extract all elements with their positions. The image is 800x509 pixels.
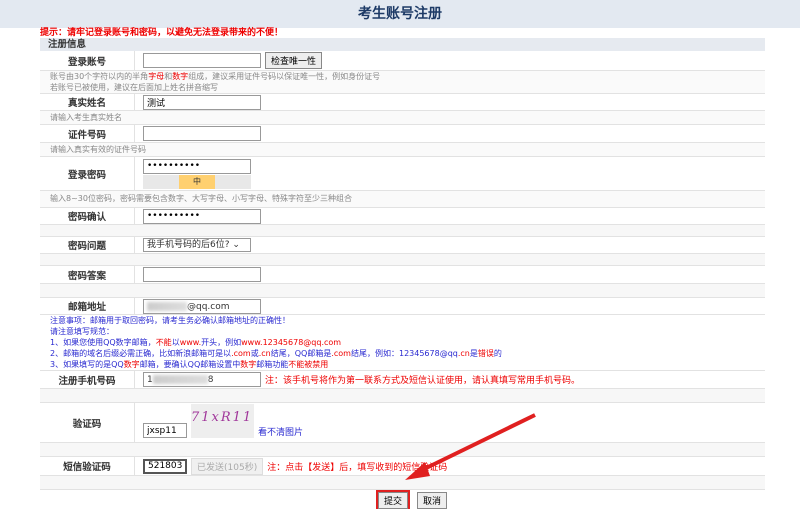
hint-text: 账号由30个字符以内的半角 — [50, 72, 149, 81]
confirm-label: 密码确认 — [40, 208, 135, 224]
email-value: @qq.com — [187, 301, 230, 312]
realname-input[interactable] — [143, 94, 261, 110]
sms-input[interactable] — [143, 458, 187, 474]
confirm-input[interactable] — [143, 208, 261, 224]
email-label: 邮箱地址 — [40, 298, 135, 314]
answer-label: 密码答案 — [40, 266, 135, 283]
hint-text: 字母 — [148, 72, 165, 81]
hint-text: 数字 — [172, 72, 189, 81]
account-label: 登录账号 — [40, 51, 135, 70]
section-header: 注册信息 — [40, 38, 765, 51]
strength-label: 中 — [179, 174, 215, 189]
password-hint: 输入8~30位密码，密码需要包含数字、大写字母、小写字母、特殊字符至少三种组合 — [40, 191, 765, 208]
chevron-down-icon: ⌄ — [232, 240, 240, 250]
email-notes: 注意事项：邮箱用于取回密码，请考生务必确认邮箱地址的正确性！ 请注意填写规范： … — [40, 315, 765, 371]
phone-note: 注：该手机号将作为第一联系方式及短信认证使用，请认真填写常用手机号码。 — [265, 376, 581, 386]
question-value: 我手机号码的后6位? — [147, 240, 230, 250]
send-sms-button[interactable]: 已发送(105秒) — [191, 457, 264, 475]
hint-text: 若账号已被使用，建议在后面加上姓名拼音缩写 — [50, 83, 218, 92]
refresh-captcha-link[interactable]: 看不清图片 — [258, 428, 304, 438]
realname-label: 真实姓名 — [40, 94, 135, 110]
warning-tip: 提示：请牢记登录账号和密码，以避免无法登录带来的不便！ — [40, 28, 284, 38]
page-title: 考生账号注册 — [0, 0, 800, 28]
password-label: 登录密码 — [40, 157, 135, 190]
password-input[interactable] — [143, 158, 251, 174]
sms-label: 短信验证码 — [40, 457, 135, 475]
check-unique-button[interactable]: 检查唯一性 — [265, 52, 323, 69]
email-input[interactable]: @qq.com — [143, 298, 261, 314]
account-row: 登录账号 检查唯一性 — [40, 51, 765, 71]
phone-label: 注册手机号码 — [40, 371, 135, 388]
hint-text: 组成，建议采用证件号码以保证唯一性，例如身份证号 — [188, 72, 381, 81]
account-hint: 账号由30个字符以内的半角字母和数字组成，建议采用证件号码以保证唯一性，例如身份… — [40, 71, 765, 94]
hint-text: 和 — [164, 72, 173, 81]
idnum-hint: 请输入真实有效的证件号码 — [40, 143, 765, 157]
sms-note: 注：点击【发送】后，填写收到的短信验证码 — [267, 462, 448, 473]
captcha-image[interactable]: 71xR11 — [191, 404, 254, 438]
realname-hint: 请输入考生真实姓名 — [40, 111, 765, 125]
account-input[interactable] — [143, 53, 261, 68]
idnum-label: 证件号码 — [40, 125, 135, 142]
captcha-input[interactable] — [143, 423, 187, 438]
note-line: 1、如果您使用QQ数字邮箱，不能以www.开头，例如www.12345678@q… — [50, 338, 342, 347]
note-line: 3、如果填写的是QQ数字邮箱，要确认QQ邮箱设置中数字邮箱功能不能被禁用 — [50, 360, 329, 369]
note-line: 注意事项：邮箱用于取回密码，请考生务必确认邮箱地址的正确性！ — [50, 316, 290, 325]
registration-form: 提示：请牢记登录账号和密码，以避免无法登录带来的不便！ 注册信息 登录账号 检查… — [40, 28, 765, 509]
captcha-label: 验证码 — [40, 403, 135, 442]
question-label: 密码问题 — [40, 237, 135, 253]
note-line: 请注意填写规范： — [50, 327, 114, 336]
idnum-input[interactable] — [143, 126, 261, 141]
password-strength-bar: 中 — [143, 174, 251, 189]
question-select[interactable]: 我手机号码的后6位? ⌄ — [143, 238, 251, 252]
note-line: 2、邮箱的域名后缀必需正确，比如新浪邮箱可是以.com或.cn结尾，QQ邮箱是.… — [50, 349, 502, 358]
answer-input[interactable] — [143, 267, 261, 282]
